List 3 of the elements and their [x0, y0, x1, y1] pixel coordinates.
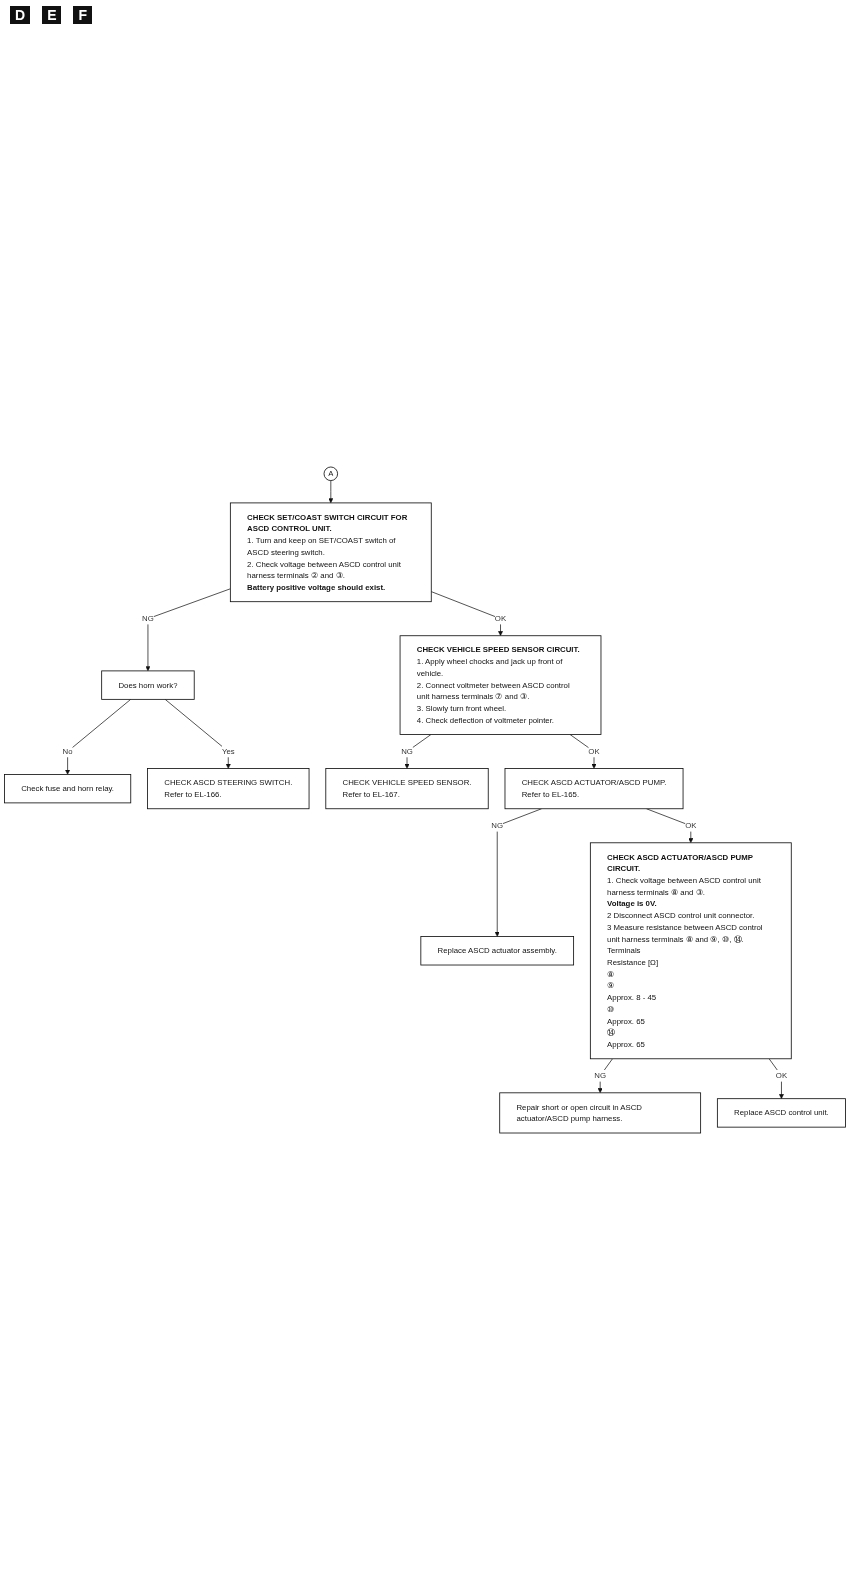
section-marker: E	[42, 6, 62, 24]
section-marker: F	[73, 6, 93, 24]
section-marker: D	[10, 6, 31, 24]
